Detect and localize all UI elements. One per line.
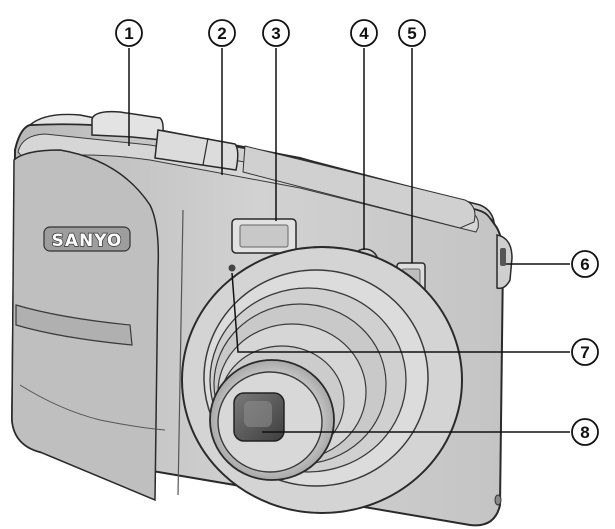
lens-glass-highlight	[244, 401, 272, 427]
leader-lines	[128, 48, 570, 433]
callouts: 1 2 3 4 5 6 7 8	[115, 19, 599, 446]
strap-slot	[500, 248, 506, 266]
callout-circle	[350, 19, 378, 47]
callout-8: 8	[571, 418, 599, 446]
callout-4: 4	[350, 19, 378, 47]
top-controls	[91, 110, 476, 229]
brand-logo-text: SANYO	[52, 231, 123, 251]
callout-number: 2	[217, 24, 226, 43]
brand-logo-plate	[43, 226, 131, 252]
callout-number: 7	[580, 343, 589, 362]
callout-5: 5	[398, 19, 426, 47]
callout-number: 8	[580, 423, 589, 442]
lens-assembly	[181, 246, 463, 514]
brand-logo: SANYO	[43, 226, 131, 252]
power-button[interactable]	[91, 110, 164, 141]
callout-3: 3	[262, 19, 290, 47]
top-flange	[242, 145, 476, 229]
callout-number: 4	[359, 24, 369, 43]
leader-line-7	[231, 272, 570, 353]
callout-circle	[115, 19, 143, 47]
callout-number: 3	[271, 24, 280, 43]
callout-7: 7	[571, 338, 599, 366]
callout-circle	[571, 418, 599, 446]
callout-1: 1	[115, 19, 143, 47]
callout-number: 5	[407, 24, 416, 43]
flash-lens	[239, 224, 289, 248]
shutter-button[interactable]	[154, 129, 239, 171]
grip-groove	[15, 304, 133, 346]
callout-circle	[398, 19, 426, 47]
callout-circle	[262, 19, 290, 47]
grip-edge-line	[177, 209, 184, 496]
microphone-hole	[228, 264, 236, 272]
shutter-divider	[202, 137, 209, 166]
callout-circle	[571, 250, 599, 278]
grip-bottom-curve	[19, 384, 166, 431]
callout-circle	[208, 19, 236, 47]
callout-2: 2	[208, 19, 236, 47]
callout-6: 6	[571, 250, 599, 278]
side-screw	[494, 494, 502, 506]
callout-number: 1	[124, 24, 133, 43]
callout-circle	[571, 338, 599, 366]
callout-number: 6	[580, 255, 589, 274]
